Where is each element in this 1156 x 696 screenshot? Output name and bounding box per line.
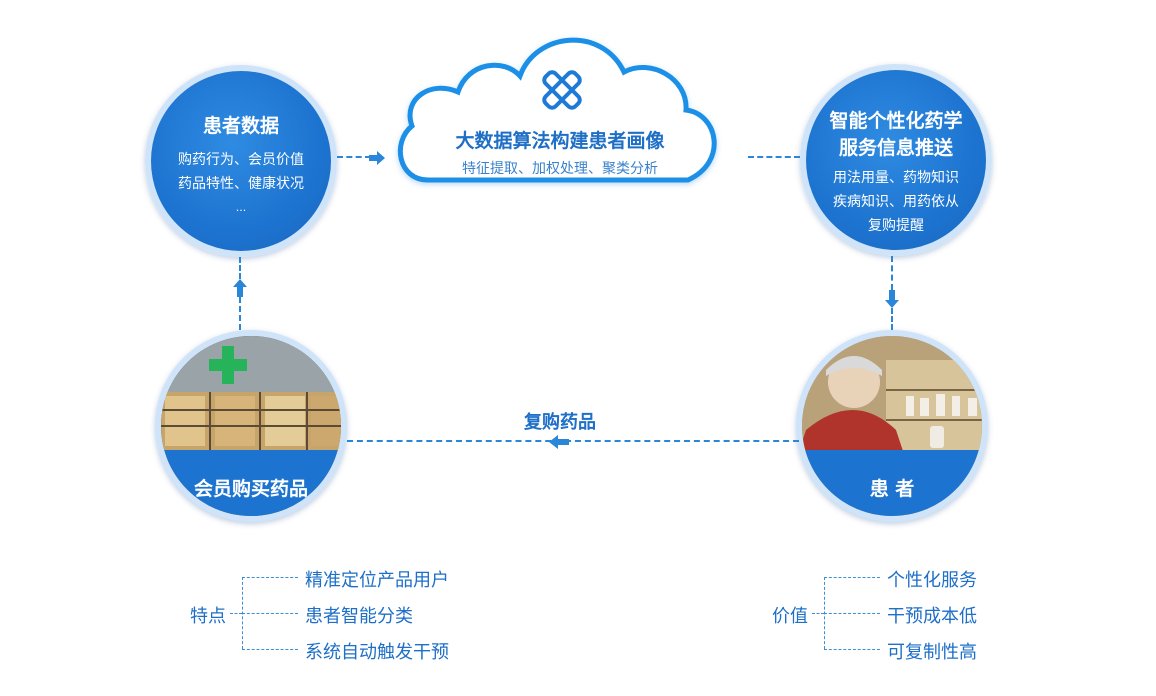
push-line-3: 复购提醒 (868, 218, 924, 234)
connector-push-to-patient-tail (891, 308, 893, 330)
patient-label: 患 者 (869, 478, 915, 500)
connector-cloud-to-push (748, 156, 800, 158)
cloud-title: 大数据算法构建患者画像 (455, 130, 665, 152)
connector-push-to-patient (891, 256, 893, 290)
value-item-2: 干预成本低 (887, 606, 977, 627)
connector-patient-to-member (347, 440, 799, 442)
patient-data-circle: 患者数据 购药行为、会员价值 药品特性、健康状况 ... (145, 65, 337, 257)
cloud-shape: 大数据算法构建患者画像 特征提取、加权处理、聚类分析 (388, 22, 732, 194)
push-line-2: 疾病知识、用药依从 (833, 194, 959, 210)
features-label: 特点 (190, 606, 226, 627)
patient-band (802, 450, 982, 516)
medical-cross-icon (536, 64, 588, 120)
arrow-right-icon (369, 150, 385, 169)
push-title-line-2: 服务信息推送 (838, 137, 953, 159)
repurchase-label: 复购药品 (524, 412, 596, 433)
value-stem (812, 613, 824, 614)
member-purchase-circle: 会员购买药品 (155, 330, 347, 522)
cloud-subtitle: 特征提取、加权处理、聚类分析 (462, 161, 658, 177)
features-branch-3 (242, 649, 298, 650)
features-item-3: 系统自动触发干预 (305, 642, 449, 663)
cloud-outline (397, 37, 717, 183)
patient-data-line-3: ... (235, 201, 247, 214)
push-info-circle: 智能个性化药学 服务信息推送 用法用量、药物知识 疾病知识、用药依从 复购提醒 (800, 64, 992, 256)
value-branch-3 (824, 649, 880, 650)
arrow-up-icon (233, 279, 247, 301)
arrow-down-icon (885, 290, 899, 312)
features-branch-2 (242, 613, 298, 614)
value-label: 价值 (772, 606, 808, 627)
push-title-line-1: 智能个性化药学 (829, 110, 963, 132)
arrow-left-icon (549, 434, 569, 453)
patient-data-line-2: 药品特性、健康状况 (178, 176, 304, 192)
patient-data-title: 患者数据 (202, 115, 279, 137)
features-item-2: 患者智能分类 (305, 606, 413, 627)
connector-member-to-data-tail (239, 297, 241, 330)
member-purchase-label: 会员购买药品 (193, 478, 308, 500)
push-line-1: 用法用量、药物知识 (833, 170, 959, 186)
connector-data-to-cloud (337, 156, 371, 158)
features-item-1: 精准定位产品用户 (305, 570, 449, 591)
features-stem (230, 613, 242, 614)
patient-circle: 患 者 (796, 330, 988, 522)
value-branch-2 (824, 613, 880, 614)
value-item-1: 个性化服务 (887, 570, 977, 591)
pharmacy-cross-icon (209, 346, 247, 388)
features-branch-1 (242, 577, 298, 578)
member-purchase-band (161, 450, 341, 516)
value-item-3: 可复制性高 (887, 642, 977, 663)
value-branch-1 (824, 577, 880, 578)
connector-member-to-data (239, 257, 241, 279)
patient-data-line-1: 购药行为、会员价值 (178, 152, 304, 168)
